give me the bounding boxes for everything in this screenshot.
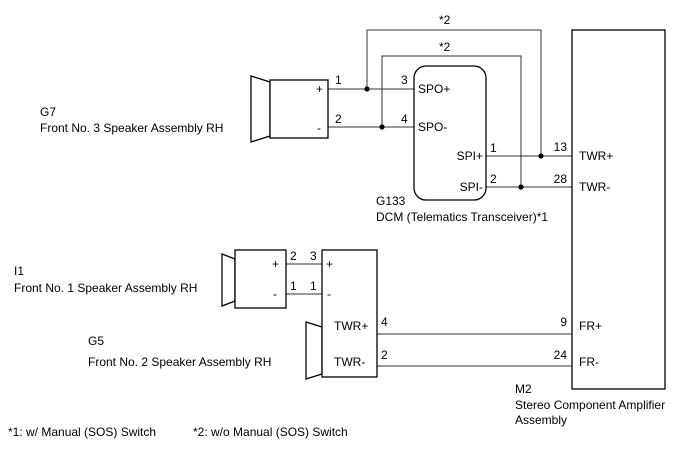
dcm-name: DCM (Telematics Transceiver)*1 (376, 210, 548, 224)
i1-plus-label: + (272, 257, 279, 271)
dcm-pin-spi-minus: 2 (490, 172, 497, 186)
splice-dot (379, 124, 385, 130)
g7-speaker: + - 1 2 (250, 73, 342, 143)
g5-speaker: + - TWR+ TWR- 3 1 4 2 (305, 249, 388, 380)
dcm-spi-plus: SPI+ (457, 149, 483, 163)
speaker-cone-icon (250, 75, 271, 143)
m2-box (571, 29, 666, 390)
m2-name-line1: Stereo Component Amplifier (515, 398, 665, 412)
g5-pin-plus: 3 (310, 249, 317, 263)
i1-pin-plus: 2 (290, 249, 297, 263)
g5-twr-plus: TWR+ (334, 319, 368, 333)
m2-twr-minus: TWR- (579, 180, 610, 194)
i1-minus-label: - (273, 287, 277, 301)
dcm-spo-minus: SPO- (418, 120, 447, 134)
i1-speaker: + - 2 1 (221, 249, 297, 309)
m2-code: M2 (515, 382, 532, 396)
speaker-cone-icon (221, 253, 236, 307)
m2-pin-fr-minus: 24 (554, 348, 568, 362)
g5-plus-label: + (326, 257, 333, 271)
g5-pin-twr-minus: 2 (381, 348, 388, 362)
splice-dots (364, 86, 544, 190)
footnote-1: *1: w/ Manual (SOS) Switch (8, 425, 156, 439)
m2-pin-twr-plus: 13 (554, 140, 568, 154)
g7-plus-label: + (316, 82, 323, 96)
footnote-2: *2: w/o Manual (SOS) Switch (193, 425, 348, 439)
g5-code: G5 (88, 334, 104, 348)
dcm-pin-spo-minus: 4 (401, 112, 408, 126)
m2-pin-twr-minus: 28 (554, 172, 568, 186)
m2-name-line2: Assembly (515, 413, 567, 427)
g5-twr-minus: TWR- (334, 355, 365, 369)
splice-dot (364, 86, 370, 92)
g5-pin-minus: 1 (310, 279, 317, 293)
splice-dot (538, 153, 544, 159)
g7-code: G7 (40, 105, 56, 119)
i1-code: I1 (14, 264, 24, 278)
dcm-pin-spi-plus: 1 (490, 141, 497, 155)
note-marker-second: *2 (439, 40, 451, 54)
m2-amplifier: TWR+ TWR- FR+ FR- 13 28 9 24 (554, 29, 666, 390)
i1-pin-minus: 1 (290, 279, 297, 293)
note-marker-top: *2 (439, 13, 451, 27)
speaker-body (234, 249, 287, 309)
splice-dot (518, 184, 524, 190)
g7-pin-plus: 1 (335, 73, 342, 87)
speaker-cone-icon (305, 321, 323, 380)
dcm-pin-spo-plus: 3 (401, 73, 408, 87)
dcm-module: SPO+ SPO- SPI+ SPI- 3 4 1 2 (401, 65, 497, 201)
g5-minus-label: - (327, 287, 331, 301)
wires (286, 29, 572, 367)
dcm-spo-plus: SPO+ (418, 82, 450, 96)
m2-fr-minus: FR- (579, 355, 599, 369)
g7-pin-minus: 2 (335, 112, 342, 126)
g7-minus-label: - (317, 121, 321, 135)
m2-pin-fr-plus: 9 (560, 315, 567, 329)
dcm-box (413, 65, 487, 201)
i1-name: Front No. 1 Speaker Assembly RH (14, 281, 197, 295)
g5-name: Front No. 2 Speaker Assembly RH (88, 355, 271, 369)
g5-body (321, 249, 378, 378)
dcm-code: G133 (376, 194, 406, 208)
g7-name: Front No. 3 Speaker Assembly RH (40, 121, 223, 135)
dcm-spi-minus: SPI- (460, 180, 483, 194)
g5-pin-twr-plus: 4 (381, 315, 388, 329)
speaker-body (269, 79, 329, 139)
m2-twr-plus: TWR+ (579, 149, 613, 163)
m2-fr-plus: FR+ (579, 319, 602, 333)
